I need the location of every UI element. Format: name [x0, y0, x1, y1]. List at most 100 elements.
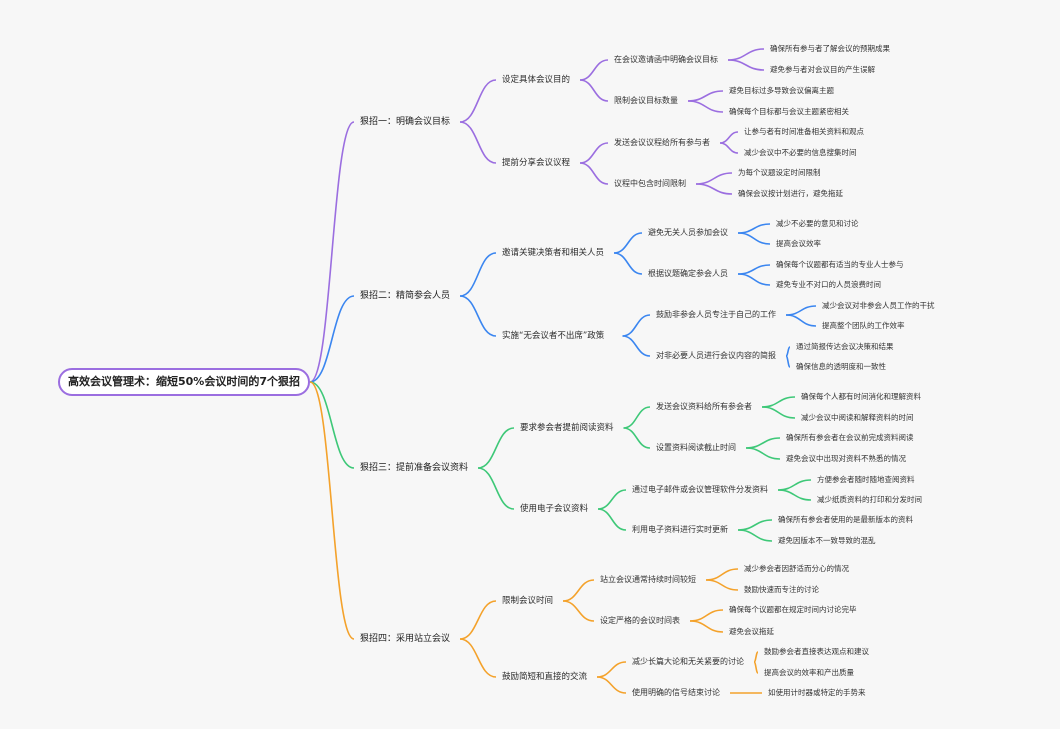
detail-topic[interactable]: 在会议邀请函中明确会议目标: [614, 55, 718, 64]
leaf-topic[interactable]: 避免目标过多导致会议偏离主题: [729, 86, 834, 95]
leaf-topic[interactable]: 确保所有参与者了解会议的预期成果: [770, 44, 890, 53]
leaf-topic[interactable]: 减少会议中阅读和解释资料的时间: [801, 413, 914, 422]
leaf-topic[interactable]: 如使用计时器或特定的手势来: [768, 688, 866, 697]
subtopic[interactable]: 实施“无会议者不出席”政策: [502, 331, 605, 341]
leaf-link: [785, 355, 791, 368]
leaf-link: [689, 620, 724, 633]
leaf-link: [753, 651, 759, 663]
subtopic-link: [459, 252, 497, 297]
branch-topic-1[interactable]: 狠招一：明确会议目标: [360, 117, 451, 127]
leaf-link: [785, 346, 791, 357]
leaf-topic[interactable]: 确保每个目标都与会议主题紧密相关: [729, 107, 849, 116]
leaf-link: [761, 406, 796, 419]
leaf-topic[interactable]: 确保所有参会者在会议前完成资料阅读: [786, 433, 914, 442]
detail-topic[interactable]: 限制会议目标数量: [614, 96, 678, 105]
detail-link: [596, 661, 627, 678]
subtopic-link: [477, 467, 515, 510]
subtopic[interactable]: 限制会议时间: [502, 596, 554, 606]
detail-topic[interactable]: 根据议题确定参会人员: [648, 269, 728, 278]
leaf-link: [719, 142, 739, 154]
detail-topic[interactable]: 鼓励非参会人员专注于自己的工作: [656, 310, 776, 319]
subtopic-link: [459, 121, 497, 164]
detail-link: [623, 406, 651, 429]
detail-topic[interactable]: 设定严格的会议时间表: [600, 616, 680, 625]
leaf-topic[interactable]: 确保每个议题都在规定时间内讨论完毕: [729, 605, 857, 614]
subtopic-link: [459, 600, 497, 640]
branch-link-2: [309, 295, 355, 383]
leaf-link: [737, 223, 771, 234]
detail-link: [622, 314, 651, 337]
detail-link: [613, 232, 643, 254]
branch-topic-4[interactable]: 狠招四：采用站立会议: [360, 634, 451, 644]
leaf-topic[interactable]: 避免专业不对口的人员浪费时间: [776, 280, 881, 289]
detail-link: [579, 79, 609, 102]
detail-topic[interactable]: 发送会议议程给所有参与者: [614, 138, 710, 147]
leaf-topic[interactable]: 提高会议的效率和产出质量: [764, 668, 854, 677]
detail-topic[interactable]: 设置资料阅读截止时间: [656, 443, 736, 452]
leaf-link: [727, 59, 765, 71]
detail-link: [597, 508, 627, 531]
leaf-topic[interactable]: 减少不必要的意见和讨论: [776, 219, 859, 228]
leaf-link: [737, 519, 773, 531]
branch-topic-3[interactable]: 狠招三：提前准备会议资料: [360, 463, 469, 473]
subtopic[interactable]: 鼓励简短和直接的交流: [502, 672, 588, 682]
leaf-link: [689, 609, 724, 622]
detail-topic[interactable]: 避免无关人员参加会议: [648, 228, 728, 237]
leaf-link: [695, 183, 733, 195]
detail-topic[interactable]: 站立会议通常持续时间较短: [600, 575, 696, 584]
subtopic[interactable]: 要求参会者提前阅读资料: [520, 423, 614, 433]
leaf-topic[interactable]: 鼓励快速而专注的讨论: [744, 585, 819, 594]
leaf-link: [745, 447, 781, 460]
detail-link: [597, 489, 627, 510]
leaf-topic[interactable]: 减少参会者因舒适而分心的情况: [744, 564, 849, 573]
subtopic[interactable]: 邀请关键决策者和相关人员: [502, 248, 605, 258]
leaf-topic[interactable]: 通过简报传达会议决策和结果: [796, 342, 894, 351]
detail-link: [579, 142, 609, 164]
leaf-link: [687, 100, 724, 113]
branch-link-4: [309, 381, 355, 640]
detail-topic[interactable]: 发送会议资料给所有参会者: [656, 402, 752, 411]
branch-topic-2[interactable]: 狠招二：精简参会人员: [360, 291, 451, 301]
detail-link: [562, 579, 595, 602]
leaf-topic[interactable]: 避免会议中出现对资料不熟悉的情况: [786, 454, 906, 463]
subtopic-link: [477, 427, 515, 469]
detail-topic[interactable]: 减少长篇大论和无关紧要的讨论: [632, 657, 744, 666]
leaf-topic[interactable]: 确保每个议题都有适当的专业人士参与: [776, 260, 904, 269]
leaf-topic[interactable]: 为每个议题设定时间限制: [738, 168, 821, 177]
leaf-topic[interactable]: 确保信息的透明度和一致性: [796, 362, 886, 371]
subtopic[interactable]: 设定具体会议目的: [502, 75, 571, 85]
leaf-topic[interactable]: 减少会议对非参会人员工作的干扰: [822, 301, 935, 310]
leaf-link: [705, 579, 739, 591]
leaf-link: [687, 90, 724, 102]
leaf-topic[interactable]: 确保每个人都有时间消化和理解资料: [801, 392, 921, 401]
leaf-topic[interactable]: 避免会议拖延: [729, 627, 774, 636]
leaf-link: [719, 131, 739, 144]
detail-topic[interactable]: 使用明确的信号结束讨论: [632, 688, 720, 697]
detail-link: [623, 427, 651, 449]
leaf-topic[interactable]: 避免参与者对会议目的产生误解: [770, 65, 875, 74]
leaf-topic[interactable]: 鼓励参会者直接表达观点和建议: [764, 647, 869, 656]
leaf-topic[interactable]: 方便参会者随时随地查阅资料: [817, 475, 915, 484]
leaf-topic[interactable]: 让参与者有时间准备相关资料和观点: [744, 127, 864, 136]
subtopic[interactable]: 提前分享会议议程: [502, 158, 571, 168]
detail-topic[interactable]: 通过电子邮件或会议管理软件分发资料: [632, 485, 768, 494]
subtopic-link: [459, 295, 497, 337]
branch-link-1: [309, 121, 355, 383]
subtopic[interactable]: 使用电子会议资料: [520, 504, 589, 514]
detail-topic[interactable]: 议程中包含时间限制: [614, 179, 686, 188]
leaf-topic[interactable]: 提高会议效率: [776, 239, 821, 248]
leaf-topic[interactable]: 避免因版本不一致导致的混乱: [778, 536, 876, 545]
leaf-topic[interactable]: 提高整个团队的工作效率: [822, 321, 905, 330]
leaf-topic[interactable]: 确保会议按计划进行，避免拖延: [738, 189, 843, 198]
detail-link: [596, 676, 627, 694]
leaf-link: [705, 568, 739, 581]
leaf-topic[interactable]: 确保所有参会者使用的是最新版本的资料: [778, 515, 913, 524]
detail-topic[interactable]: 利用电子资料进行实时更新: [632, 525, 728, 534]
leaf-topic[interactable]: 减少会议中不必要的信息搜集时间: [744, 148, 857, 157]
detail-topic[interactable]: 对非必要人员进行会议内容的简报: [656, 351, 776, 360]
root-topic[interactable]: 高效会议管理术：缩短50%会议时间的7个狠招: [58, 368, 310, 396]
leaf-link: [737, 273, 771, 286]
leaf-topic[interactable]: 减少纸质资料的打印和分发时间: [817, 495, 922, 504]
